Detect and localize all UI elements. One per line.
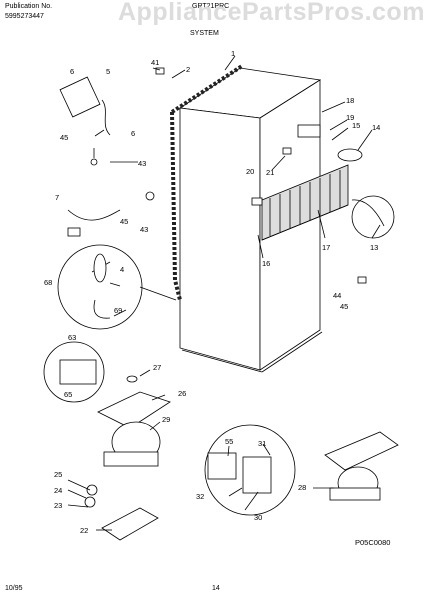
callout-29: 29 bbox=[162, 415, 170, 424]
callout-68: 68 bbox=[44, 278, 52, 287]
section-title: SYSTEM bbox=[190, 30, 219, 37]
callout-69: 69 bbox=[114, 306, 122, 315]
callout-43a: 43 bbox=[138, 159, 146, 168]
figure-code: P05C0080 bbox=[355, 538, 391, 547]
detail-circle-13 bbox=[351, 195, 395, 239]
fan-14 bbox=[337, 148, 363, 162]
detail-circle-63 bbox=[43, 341, 105, 403]
callout-20: 20 bbox=[246, 167, 254, 176]
callout-45c: 45 bbox=[340, 302, 348, 311]
bracket-18 bbox=[297, 124, 321, 138]
gasket-strip bbox=[170, 111, 182, 301]
callout-15: 15 bbox=[352, 121, 360, 130]
cabinet-side bbox=[179, 107, 261, 371]
callout-45a: 45 bbox=[60, 133, 68, 142]
watermark: AppliancePartsPros.com bbox=[118, 0, 425, 26]
cord-7 bbox=[67, 209, 121, 221]
cover-6 bbox=[59, 76, 101, 118]
callout-27: 27 bbox=[153, 363, 161, 372]
condenser-coil bbox=[261, 164, 349, 241]
callout-2: 2 bbox=[186, 65, 190, 74]
callout-1: 1 bbox=[231, 49, 235, 58]
callout-17: 17 bbox=[322, 243, 330, 252]
callout-28: 28 bbox=[298, 483, 306, 492]
callout-13: 13 bbox=[370, 243, 378, 252]
callout-26: 26 bbox=[178, 389, 186, 398]
callout-23: 23 bbox=[54, 501, 62, 510]
callout-19: 19 bbox=[346, 113, 354, 122]
callout-14: 14 bbox=[372, 123, 380, 132]
callout-5: 5 bbox=[106, 67, 110, 76]
model-number: GRT21PRC bbox=[192, 3, 230, 10]
callout-6b: 6 bbox=[131, 129, 135, 138]
callout-7: 7 bbox=[55, 193, 59, 202]
detail-circle-55 bbox=[204, 424, 296, 516]
capillary-tube bbox=[351, 199, 385, 227]
callout-24: 24 bbox=[54, 486, 62, 495]
callout-30: 30 bbox=[254, 513, 262, 522]
callout-21: 21 bbox=[266, 168, 274, 177]
callout-6a: 6 bbox=[70, 67, 74, 76]
callout-43b: 43 bbox=[140, 225, 148, 234]
publication-number: 5995273447 bbox=[5, 13, 44, 20]
callout-44: 44 bbox=[333, 291, 341, 300]
detail-circle-68 bbox=[57, 244, 143, 330]
drain-pan-26 bbox=[97, 391, 171, 429]
callout-41: 41 bbox=[151, 58, 159, 67]
base-22 bbox=[101, 507, 159, 541]
date-code: 10/95 bbox=[5, 585, 23, 592]
callout-45b: 45 bbox=[120, 217, 128, 226]
callout-18: 18 bbox=[346, 96, 354, 105]
callout-65: 65 bbox=[64, 390, 72, 399]
page-number: 14 bbox=[212, 585, 220, 592]
callout-55: 55 bbox=[225, 437, 233, 446]
callout-16: 16 bbox=[262, 259, 270, 268]
callout-4: 4 bbox=[120, 265, 124, 274]
callout-63: 63 bbox=[68, 333, 76, 342]
callout-22: 22 bbox=[80, 526, 88, 535]
callout-25: 25 bbox=[54, 470, 62, 479]
wire-6 bbox=[101, 99, 111, 136]
callout-31: 31 bbox=[258, 439, 266, 448]
publication-label: Publication No. bbox=[5, 3, 53, 10]
callout-32: 32 bbox=[196, 492, 204, 501]
